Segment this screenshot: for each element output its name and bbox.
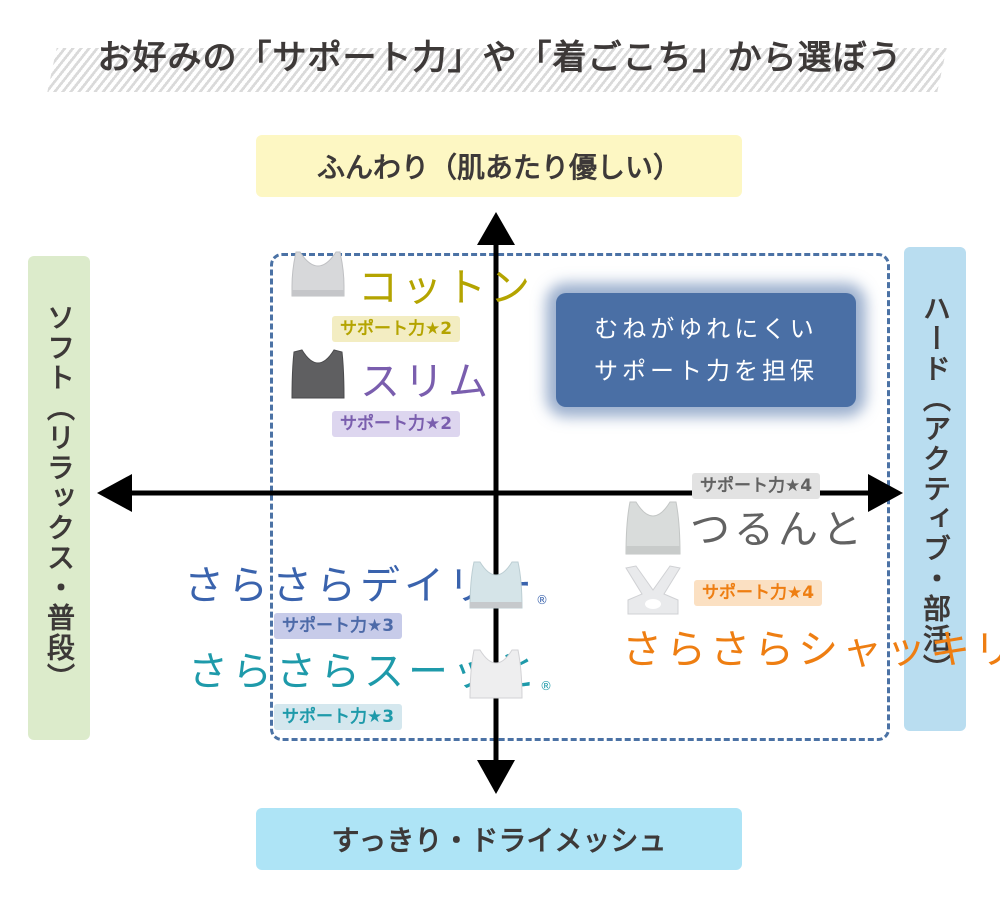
arrow-left-icon [97, 474, 132, 512]
support-badge-cotton: サポート力★2 [332, 316, 461, 342]
racerback-bra-icon [625, 565, 681, 615]
axis-label-bottom: すっきり・ドライメッシュ [256, 808, 742, 870]
support-badge-sarasara-shakkiri: サポート力★4 [694, 580, 823, 606]
registered-mark: ® [540, 679, 552, 693]
product-name-slim: スリム [360, 359, 492, 405]
axis-label-right: ハード（アクティブ・部活） [904, 247, 966, 731]
support-badge-sarasara-daily: サポート力★3 [274, 613, 403, 639]
axis-label-top: ふんわり（肌あたり優しい） [256, 135, 742, 197]
dark-gray-bra-icon [291, 349, 345, 399]
support-badge-slim: サポート力★2 [332, 411, 461, 437]
support-callout: むねがゆれにくい サポート力を担保 [556, 293, 856, 407]
support-badge-tsurunto: サポート力★4 [692, 473, 821, 499]
light-gray-bra-icon [625, 501, 681, 555]
product-name-text: さらさらシャッキリ [622, 627, 1000, 673]
light-blue-bra-icon [469, 561, 523, 609]
product-name-tsurunto: つるんと [690, 507, 866, 553]
callout-line-2: サポート力を担保 [594, 357, 818, 385]
support-badge-sarasara-sutto: サポート力★3 [274, 704, 403, 730]
arrow-down-icon [477, 760, 515, 794]
product-name-cotton: コットン [358, 265, 534, 311]
callout-line-1: むねがゆれにくい [594, 315, 818, 343]
axis-label-left: ソフト（リラックス・普段） [28, 256, 90, 740]
product-name-sarasara-shakkiri: さらさらシャッキリ® [622, 630, 1000, 670]
registered-mark: ® [536, 593, 548, 607]
arrow-up-icon [477, 212, 515, 245]
page-title: お好みの「サポート力」や「着ごこち」から選ぼう [97, 38, 903, 78]
light-gray-bra-icon [291, 251, 345, 297]
white-bra-icon [469, 649, 523, 699]
